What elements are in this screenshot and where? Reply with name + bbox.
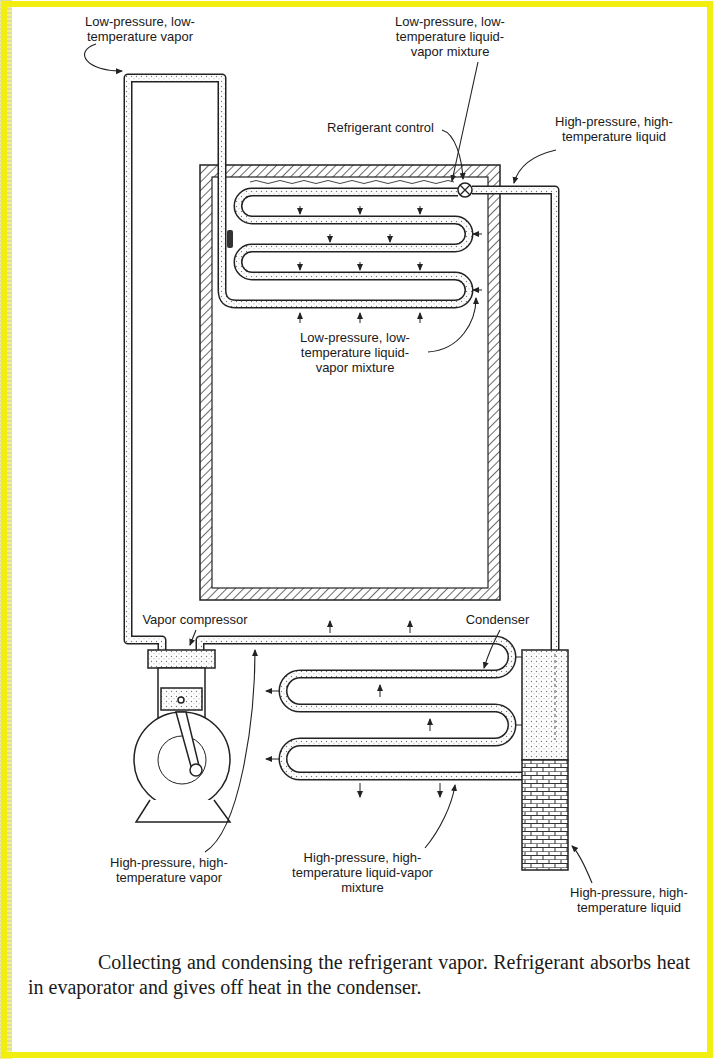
liquid-receiver	[522, 650, 568, 870]
heat-arrows-evaporator	[300, 206, 482, 323]
state-label: Low-pressure, low-temperature liquid-vap…	[380, 14, 520, 59]
suction-line	[128, 78, 236, 652]
state-label: High-pressure, high-temperature vapor	[110, 855, 228, 885]
state-label: High-pressure, high-temperature liquid	[555, 114, 673, 144]
vapor-compressor	[134, 650, 230, 822]
frost-line	[250, 181, 454, 184]
state-label: High-pressure, high-temperature liquid-v…	[290, 850, 435, 895]
state-label: Low-pressure, low-temperature liquid-vap…	[285, 330, 425, 375]
leader-lines	[85, 44, 592, 883]
liquid-line-core	[472, 190, 555, 650]
liquid-line	[472, 190, 555, 650]
part-label: Refrigerant control	[318, 120, 443, 135]
part-label: Vapor compressor	[130, 612, 260, 627]
cabinet	[200, 165, 500, 600]
frame-border	[4, 4, 710, 1055]
heat-arrows-condenser	[266, 621, 530, 797]
condenser-coil-core	[200, 640, 522, 776]
part-label: Condenser	[455, 612, 540, 627]
state-label: High-pressure, high-temperature liquid	[570, 885, 688, 915]
refrigerant-control-valve	[458, 183, 472, 197]
condenser-coil	[200, 640, 522, 776]
state-label: Low-pressure, low-temperature vapor	[85, 14, 195, 44]
cabinet-wall	[200, 165, 500, 600]
pipe-outline	[128, 78, 555, 776]
sensing-bulb	[227, 230, 233, 248]
figure-caption: Collecting and condensing the refrigeran…	[28, 950, 690, 1000]
pipe-core	[128, 78, 555, 776]
evaporator-coil	[236, 192, 469, 304]
cabinet-interior	[212, 177, 488, 588]
evaporator-coil-core	[236, 192, 469, 304]
suction-line-core	[128, 78, 236, 652]
pipes	[128, 78, 555, 776]
